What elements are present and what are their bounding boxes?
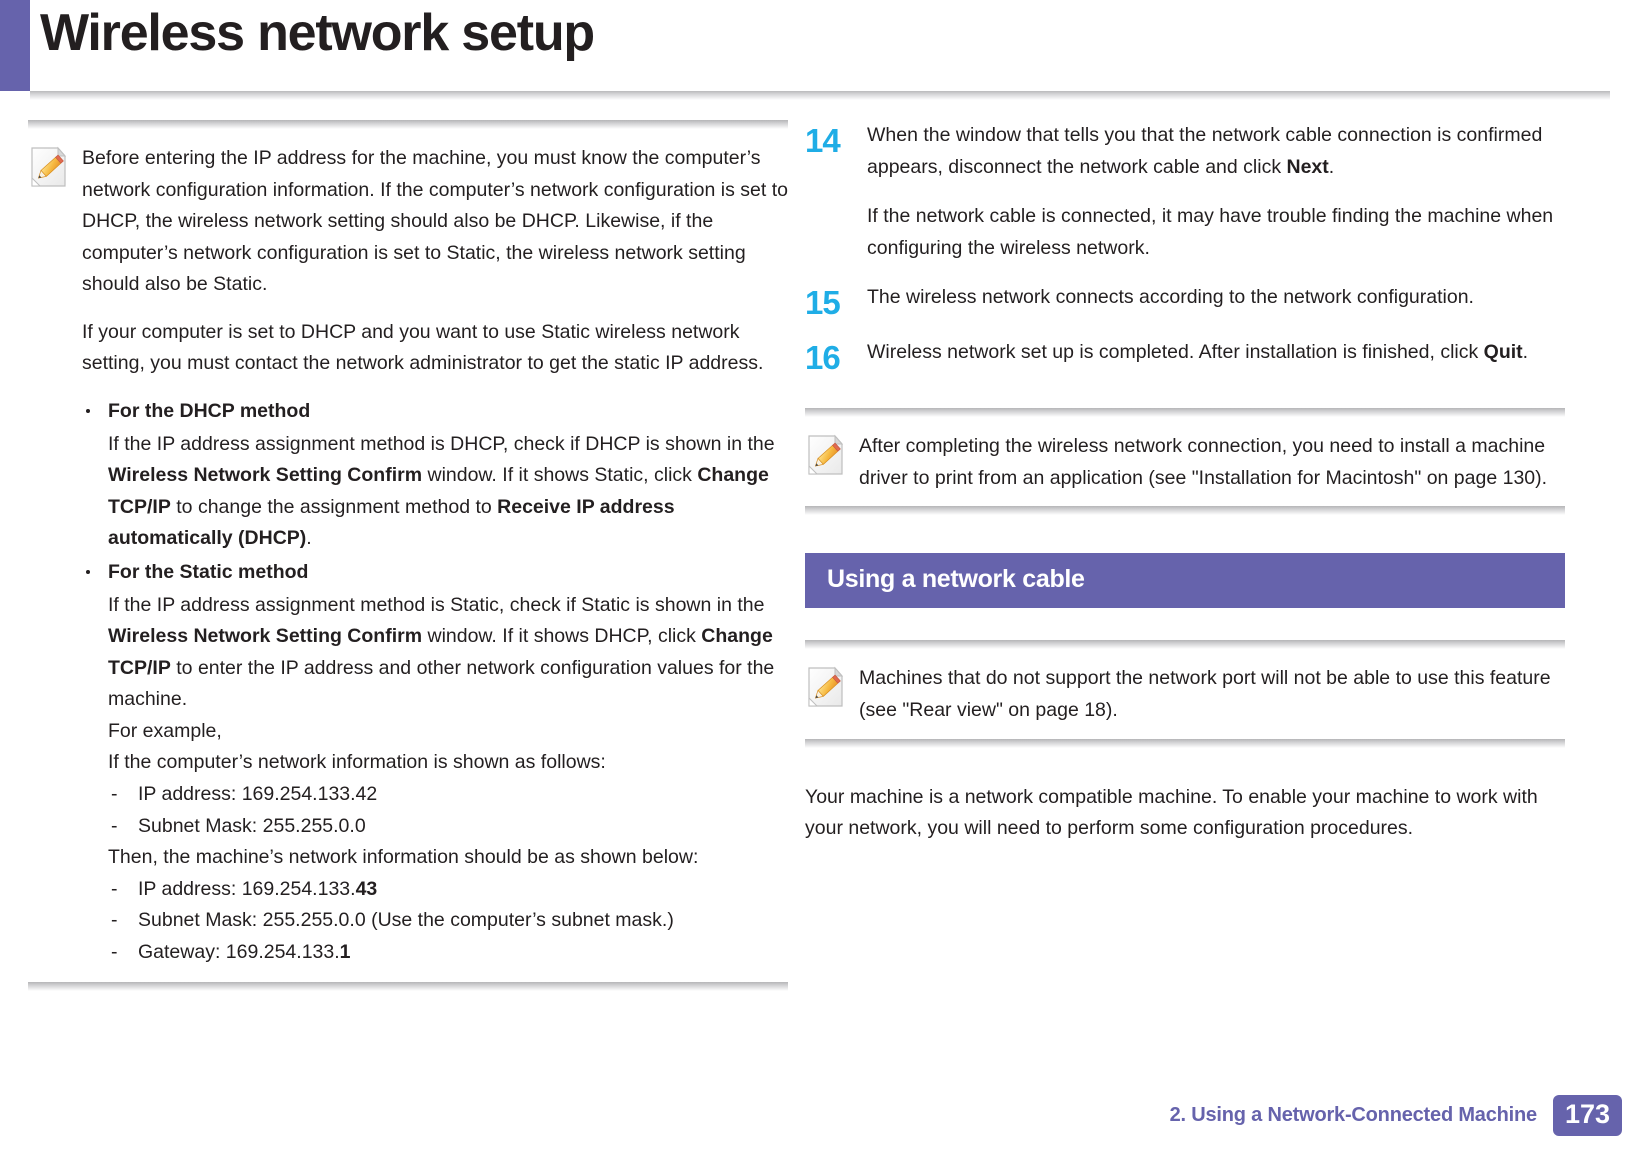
bullet-heading: For the DHCP method (108, 400, 311, 423)
title-underline-rule (30, 91, 1610, 100)
step-text: When the window that tells you that the … (867, 120, 1565, 264)
note-bottom-rule (805, 506, 1565, 516)
note-top-rule (805, 408, 1565, 418)
example-intro-1: For example, (108, 719, 222, 742)
step-main-text: The wireless network connects according … (867, 286, 1474, 309)
note-bottom-rule (805, 738, 1565, 748)
machine-values-list: IP address: 169.254.133.43 Subnet Mask: … (108, 874, 788, 969)
note-box-ip-address: Before entering the IP address for the m… (28, 129, 788, 982)
note-text-body: After completing the wireless network co… (859, 431, 1565, 494)
bullet-body: If the IP address assignment method is S… (108, 593, 775, 711)
step-number: 16 (805, 339, 841, 377)
section-heading-using-a-network-cable: Using a network cable (805, 553, 1565, 609)
bullet-item-static-method: For the Static method If the IP address … (82, 557, 788, 969)
step-number: 15 (805, 284, 841, 322)
note-top-rule (28, 120, 788, 129)
page-title: Wireless network setup (40, 4, 595, 62)
list-item: Subnet Mask: 255.255.0.0 (108, 811, 788, 843)
list-item: IP address: 169.254.133.43 (108, 874, 788, 906)
method-bullet-list: For the DHCP method If the IP address as… (82, 396, 788, 968)
step-main-text: When the window that tells you that the … (867, 124, 1543, 178)
machine-intro: Then, the machine’s network information … (108, 846, 699, 869)
step-14: 14 When the window that tells you that t… (805, 120, 1565, 264)
step-16: 16 Wireless network set up is completed.… (805, 337, 1565, 374)
note-paragraph: After completing the wireless network co… (859, 435, 1548, 489)
note-box-install-driver: After completing the wireless network co… (805, 417, 1565, 506)
step-number: 14 (805, 122, 841, 159)
note-text-body: Before entering the IP address for the m… (82, 143, 788, 970)
note-bottom-rule (28, 982, 788, 992)
footer-page-number: 173 (1552, 1095, 1622, 1136)
example-intro-2: If the computer’s network information is… (108, 751, 606, 774)
left-column: Before entering the IP address for the m… (28, 120, 788, 992)
note-pencil-icon (805, 665, 847, 714)
bullet-item-dhcp-method: For the DHCP method If the IP address as… (82, 396, 788, 555)
step-sub-text: If the network cable is connected, it ma… (867, 205, 1554, 259)
note-pencil-icon (805, 433, 847, 482)
right-column: 14 When the window that tells you that t… (805, 120, 1565, 845)
step-main-text: Wireless network set up is completed. Af… (867, 341, 1529, 364)
step-15: 15 The wireless network connects accordi… (805, 282, 1565, 319)
note-paragraph-1: Before entering the IP address for the m… (82, 147, 788, 296)
numbered-steps: 14 When the window that tells you that t… (805, 120, 1565, 374)
page-header: Wireless network setup (0, 0, 1650, 100)
step-text: Wireless network set up is completed. Af… (867, 337, 1565, 369)
note-text-body: Machines that do not support the network… (859, 663, 1565, 726)
closing-paragraph: Your machine is a network compatible mac… (805, 785, 1538, 840)
footer-chapter-label: 2. Using a Network-Connected Machine (1169, 1104, 1538, 1126)
note-box-network-port: Machines that do not support the network… (805, 649, 1565, 738)
list-item: Subnet Mask: 255.255.0.0 (Use the comput… (108, 905, 788, 937)
note-paragraph: Machines that do not support the network… (859, 667, 1551, 722)
note-pencil-icon (28, 145, 70, 194)
computer-values-list: IP address: 169.254.133.42 Subnet Mask: … (108, 779, 788, 842)
page-footer: 2. Using a Network-Connected Machine 173 (1170, 1095, 1622, 1136)
list-item: Gateway: 169.254.133.1 (108, 937, 788, 969)
list-item: IP address: 169.254.133.42 (108, 779, 788, 811)
bullet-body: If the IP address assignment method is D… (108, 432, 775, 550)
note-top-rule (805, 640, 1565, 650)
bullet-heading: For the Static method (108, 560, 309, 583)
title-accent-bar (0, 0, 30, 91)
step-text: The wireless network connects according … (867, 282, 1565, 314)
note-paragraph-2: If your computer is set to DHCP and you … (82, 320, 764, 375)
